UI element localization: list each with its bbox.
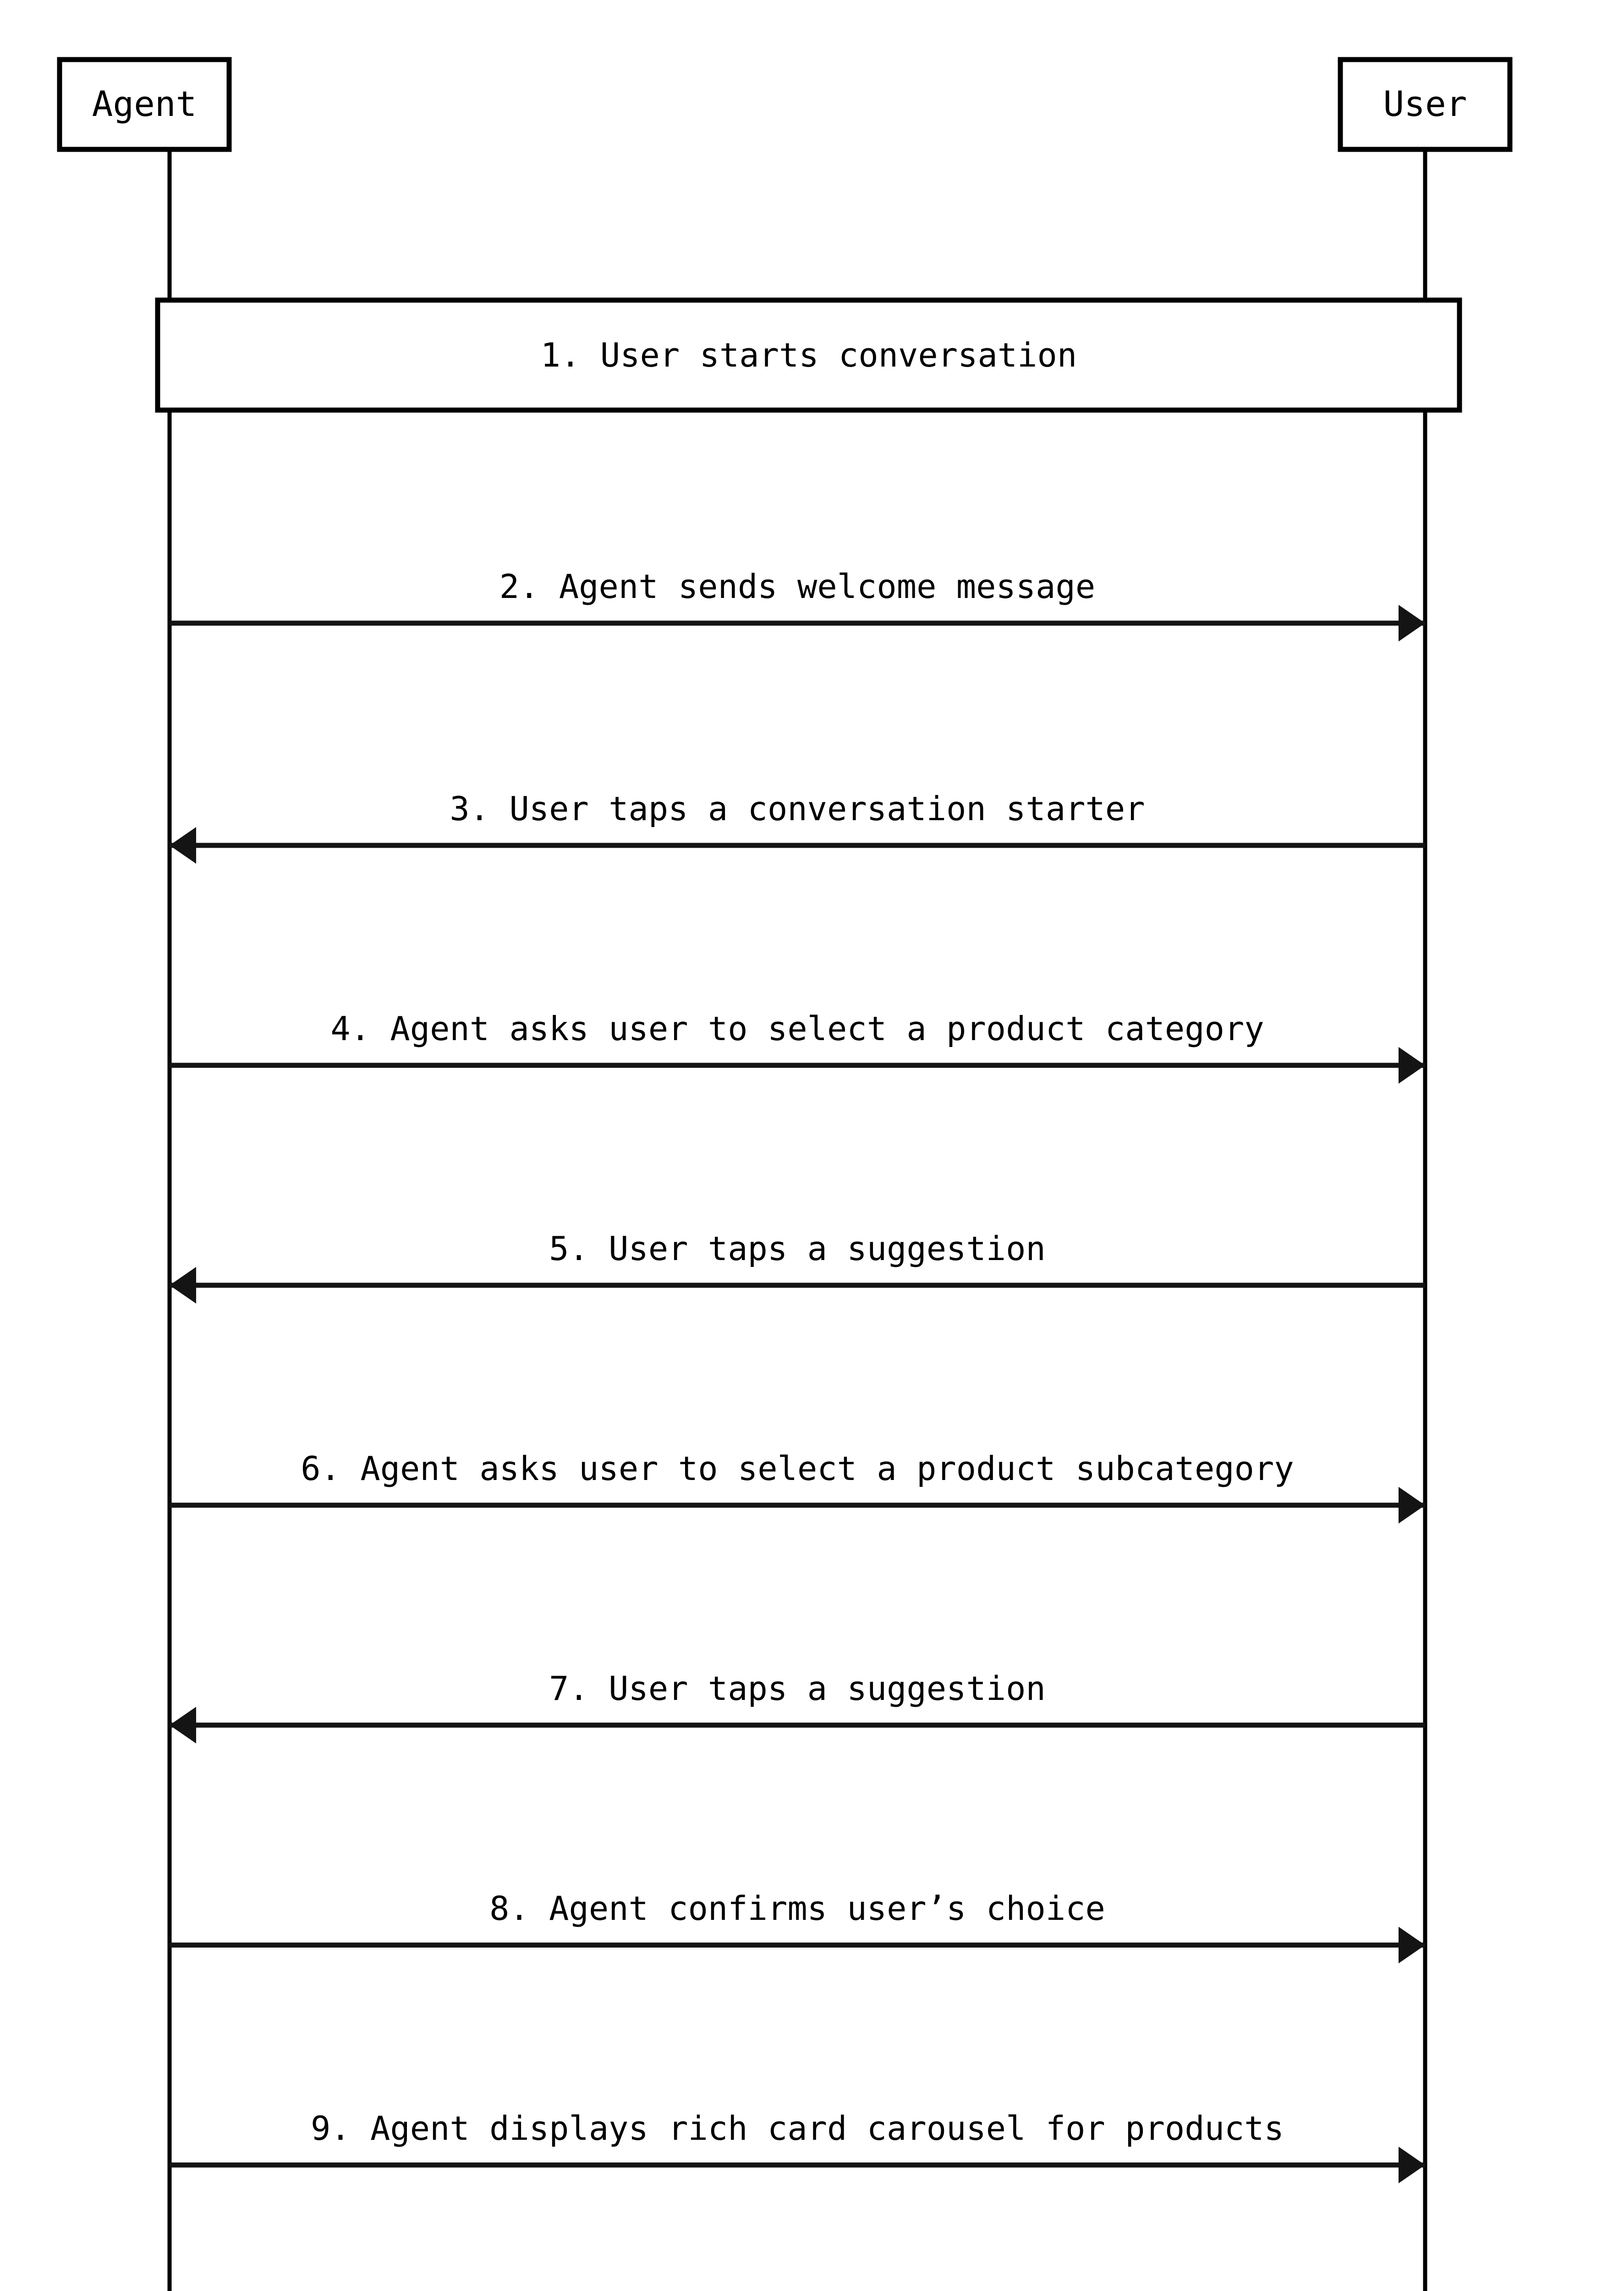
message-9[interactable]: 9. Agent displays rich card carousel for… xyxy=(170,2109,1425,2183)
message-label-7: 7. User taps a suggestion xyxy=(549,1669,1046,1708)
message-label-9: 9. Agent displays rich card carousel for… xyxy=(311,2109,1284,2148)
message-label-3: 3. User taps a conversation starter xyxy=(450,789,1145,828)
actor-label-user-head: User xyxy=(1383,83,1467,124)
message-label-6: 6. Agent asks user to select a product s… xyxy=(301,1449,1294,1488)
message-label-1: 1. User starts conversation xyxy=(541,336,1077,374)
message-7[interactable]: 7. User taps a suggestion xyxy=(170,1669,1425,1743)
arrowhead-right-2 xyxy=(1399,605,1425,641)
message-label-5: 5. User taps a suggestion xyxy=(549,1229,1046,1268)
arrowhead-right-4 xyxy=(1399,1047,1425,1084)
actors-layer: AgentAgentUserUser xyxy=(57,57,1513,152)
actor-user-head[interactable]: User xyxy=(1338,57,1513,152)
arrowhead-left-7 xyxy=(170,1707,196,1743)
message-6[interactable]: 6. Agent asks user to select a product s… xyxy=(170,1449,1425,1524)
arrowhead-right-6 xyxy=(1399,1487,1425,1524)
messages-layer: 1. User starts conversation 2. Agent send… xyxy=(155,297,1462,2183)
message-8[interactable]: 8. Agent confirms user’s choice xyxy=(170,1889,1425,1963)
actor-agent-head[interactable]: Agent xyxy=(57,57,232,152)
message-4[interactable]: 4. Agent asks user to select a product c… xyxy=(170,1009,1425,1084)
actor-label-agent-head: Agent xyxy=(92,83,197,124)
message-1[interactable]: 1. User starts conversation xyxy=(155,297,1462,413)
arrowhead-left-3 xyxy=(170,827,196,864)
message-label-2: 2. Agent sends welcome message xyxy=(499,567,1095,606)
arrowhead-right-8 xyxy=(1399,1927,1425,1963)
actor-box-user-head xyxy=(1338,57,1513,152)
actor-box-agent-head xyxy=(57,57,232,152)
note-box-1 xyxy=(155,297,1462,413)
lifelines-layer xyxy=(167,149,1427,2291)
message-5[interactable]: 5. User taps a suggestion xyxy=(170,1229,1425,1304)
arrowhead-right-9 xyxy=(1399,2147,1425,2183)
message-2[interactable]: 2. Agent sends welcome message xyxy=(170,567,1425,641)
message-label-8: 8. Agent confirms user’s choice xyxy=(489,1889,1105,1928)
arrowhead-left-5 xyxy=(170,1267,196,1304)
message-label-4: 4. Agent asks user to select a product c… xyxy=(330,1009,1264,1048)
message-3[interactable]: 3. User taps a conversation starter xyxy=(170,789,1425,864)
